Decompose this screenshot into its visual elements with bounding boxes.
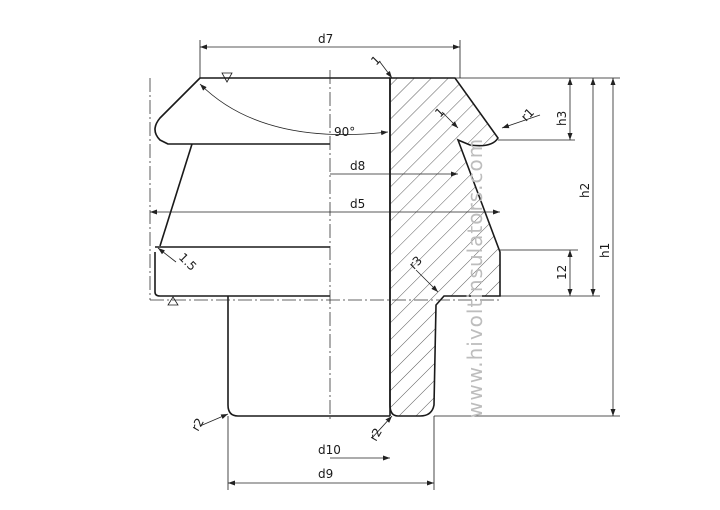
d7-label: d7	[318, 32, 333, 46]
chamfer-15-label: 1.5	[176, 250, 199, 273]
h1-label: h1	[598, 243, 612, 258]
finish-mark-top	[221, 72, 233, 83]
r2-bottom-label: r2	[366, 426, 384, 444]
chamfer-top-label: 1	[368, 53, 383, 68]
d8-label: d8	[350, 159, 365, 173]
watermark-text: www.hivoltinsulators.com	[463, 138, 487, 418]
upper-skirt-edge	[159, 143, 193, 247]
d10-label: d10	[318, 443, 341, 457]
twelve-label: 12	[555, 265, 569, 280]
lower-shed	[154, 252, 330, 297]
left-profile	[154, 77, 390, 145]
r2-left-label: r2	[188, 416, 206, 434]
d5-label: d5	[350, 197, 365, 211]
h3-label: h3	[555, 111, 569, 126]
d9-label: d9	[318, 467, 333, 481]
stem-left	[227, 296, 390, 417]
finish-mark-bottom	[167, 296, 179, 306]
angle-arc	[199, 83, 389, 136]
h2-label: h2	[578, 183, 592, 198]
angle-label: 90°	[334, 125, 355, 139]
hatched-section	[389, 77, 501, 417]
